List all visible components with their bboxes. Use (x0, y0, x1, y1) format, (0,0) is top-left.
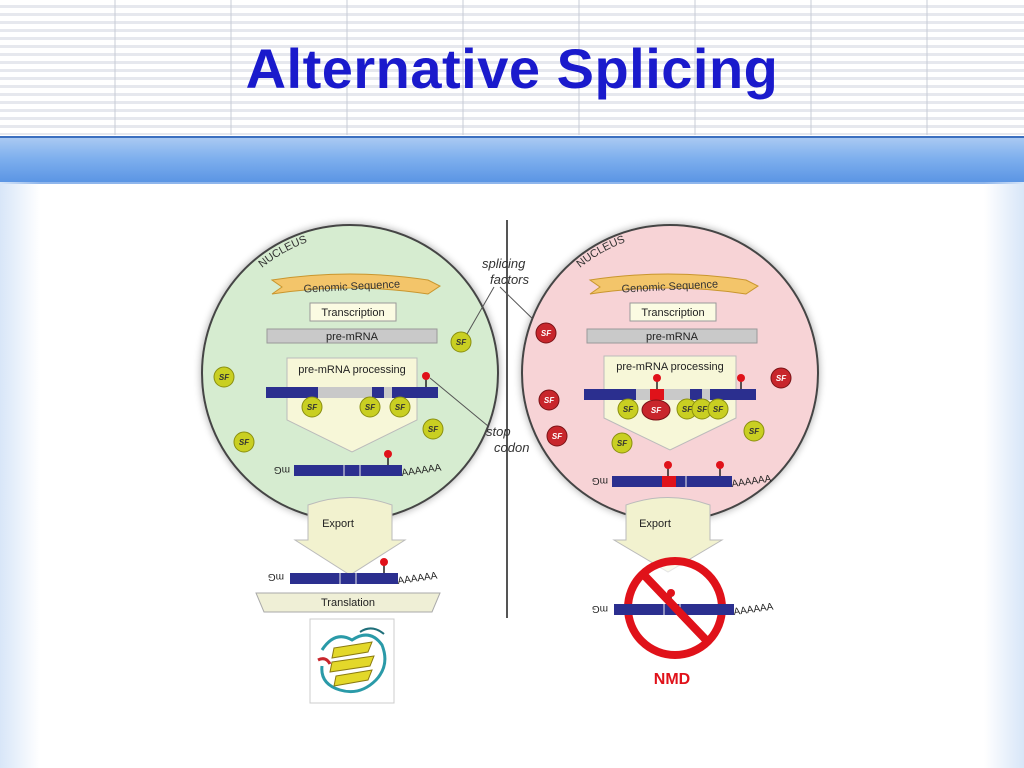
sf-label: SF (219, 373, 230, 382)
right-export-label: Export (639, 518, 671, 530)
right-transcription-label: Transcription (641, 307, 704, 319)
right-exon-2 (690, 389, 702, 400)
right-cap-2: mG (592, 603, 608, 614)
right-mrna-1-alt-exon (662, 476, 676, 487)
right-processing-label: pre-mRNA processing (616, 361, 724, 373)
sf-label: SF (552, 432, 563, 441)
right-stop-dot-3 (664, 461, 672, 469)
stop-codon-label-2: codon (494, 440, 529, 455)
right-genomic-banner (588, 273, 759, 295)
left-intron-strip (266, 387, 438, 398)
header-bar (0, 136, 1024, 184)
right-pre-mrna-bar (586, 328, 758, 344)
right-genomic-label: Genomic Sequence (621, 278, 718, 295)
right-stop-dot-1 (653, 374, 661, 382)
nmd-label: NMD (654, 671, 690, 688)
left-processing-arrow (286, 357, 418, 453)
left-cap-2: mG (268, 571, 284, 582)
sf-label: SF (456, 338, 467, 347)
left-transcription-label: Transcription (321, 307, 384, 319)
right-transcription-box (629, 302, 717, 322)
left-exon-3 (392, 387, 438, 398)
header-background (0, 0, 1024, 135)
right-stop-dot-2 (737, 374, 745, 382)
left-cap-1: mG (274, 464, 290, 475)
sf-label: SF (776, 374, 787, 383)
left-processing-label: pre-mRNA processing (298, 364, 406, 376)
slide-title: Alternative Splicing (245, 37, 779, 100)
left-mrna-2 (290, 573, 398, 584)
sf-label: SF (428, 425, 439, 434)
left-pre-mrna-bar (266, 328, 438, 344)
right-exon-3 (710, 389, 756, 400)
left-transcription-box (309, 302, 397, 322)
stop-codon-label-1: stop (486, 424, 511, 439)
left-mrna-1 (294, 465, 402, 476)
right-processing-arrow (603, 355, 737, 451)
sf-label: SF (749, 427, 760, 436)
left-export-label: Export (322, 518, 354, 530)
right-polya-2: AAAAAA (733, 601, 774, 618)
sf-label: SF (239, 438, 250, 447)
left-exon-2 (372, 387, 384, 398)
sf-label: SF (307, 403, 318, 412)
left-translation-banner (255, 592, 441, 613)
nmd-slash-overlay (640, 571, 711, 645)
right-alt-exon (650, 389, 664, 400)
left-stop-dot-3 (380, 558, 388, 566)
left-genomic-banner (270, 273, 441, 295)
left-panel: NUCLEUS Genomic Sequence Transcription p… (201, 224, 499, 704)
sf-label: SF (544, 396, 555, 405)
right-exon-1 (584, 389, 636, 400)
sf-label: SF (395, 403, 406, 412)
sf-label: SF (713, 405, 724, 414)
left-exon-1 (266, 387, 318, 398)
right-intron-strip (584, 389, 756, 400)
sf-label: SF (541, 329, 552, 338)
side-glow-left (0, 182, 40, 768)
left-stop-dot-2 (384, 450, 392, 458)
sf-label: SF (651, 406, 662, 415)
left-genomic-label: Genomic Sequence (303, 278, 400, 295)
left-export-arrow (293, 497, 407, 576)
left-sf-group: SF SF SF SF SF SF SF (213, 331, 472, 453)
left-translation-label: Translation (321, 597, 375, 609)
side-glow-right (984, 182, 1024, 768)
right-cap-1: mG (592, 475, 608, 486)
right-sf-group: SF SF SF SF SF SF SF SF SF SF SF (535, 322, 792, 454)
sf-label: SF (623, 405, 634, 414)
right-stop-dot-4 (716, 461, 724, 469)
sf-label: SF (697, 405, 708, 414)
right-stop-dot-5 (667, 589, 675, 597)
right-pre-mrna-label: pre-mRNA (646, 331, 699, 343)
protein-structure-icon (317, 627, 387, 694)
left-stop-dot-1 (422, 372, 430, 380)
right-panel: NUCLEUS Genomic Sequence Transcription p… (521, 224, 819, 688)
sf-label: SF (365, 403, 376, 412)
sf-label: SF (617, 439, 628, 448)
left-polya-2: AAAAAA (397, 570, 438, 587)
splicing-factors-label-2: factors (490, 272, 530, 287)
sf-label: SF (682, 405, 693, 414)
left-pre-mrna-label: pre-mRNA (326, 331, 379, 343)
splicing-factors-label-1: splicing (482, 256, 526, 271)
